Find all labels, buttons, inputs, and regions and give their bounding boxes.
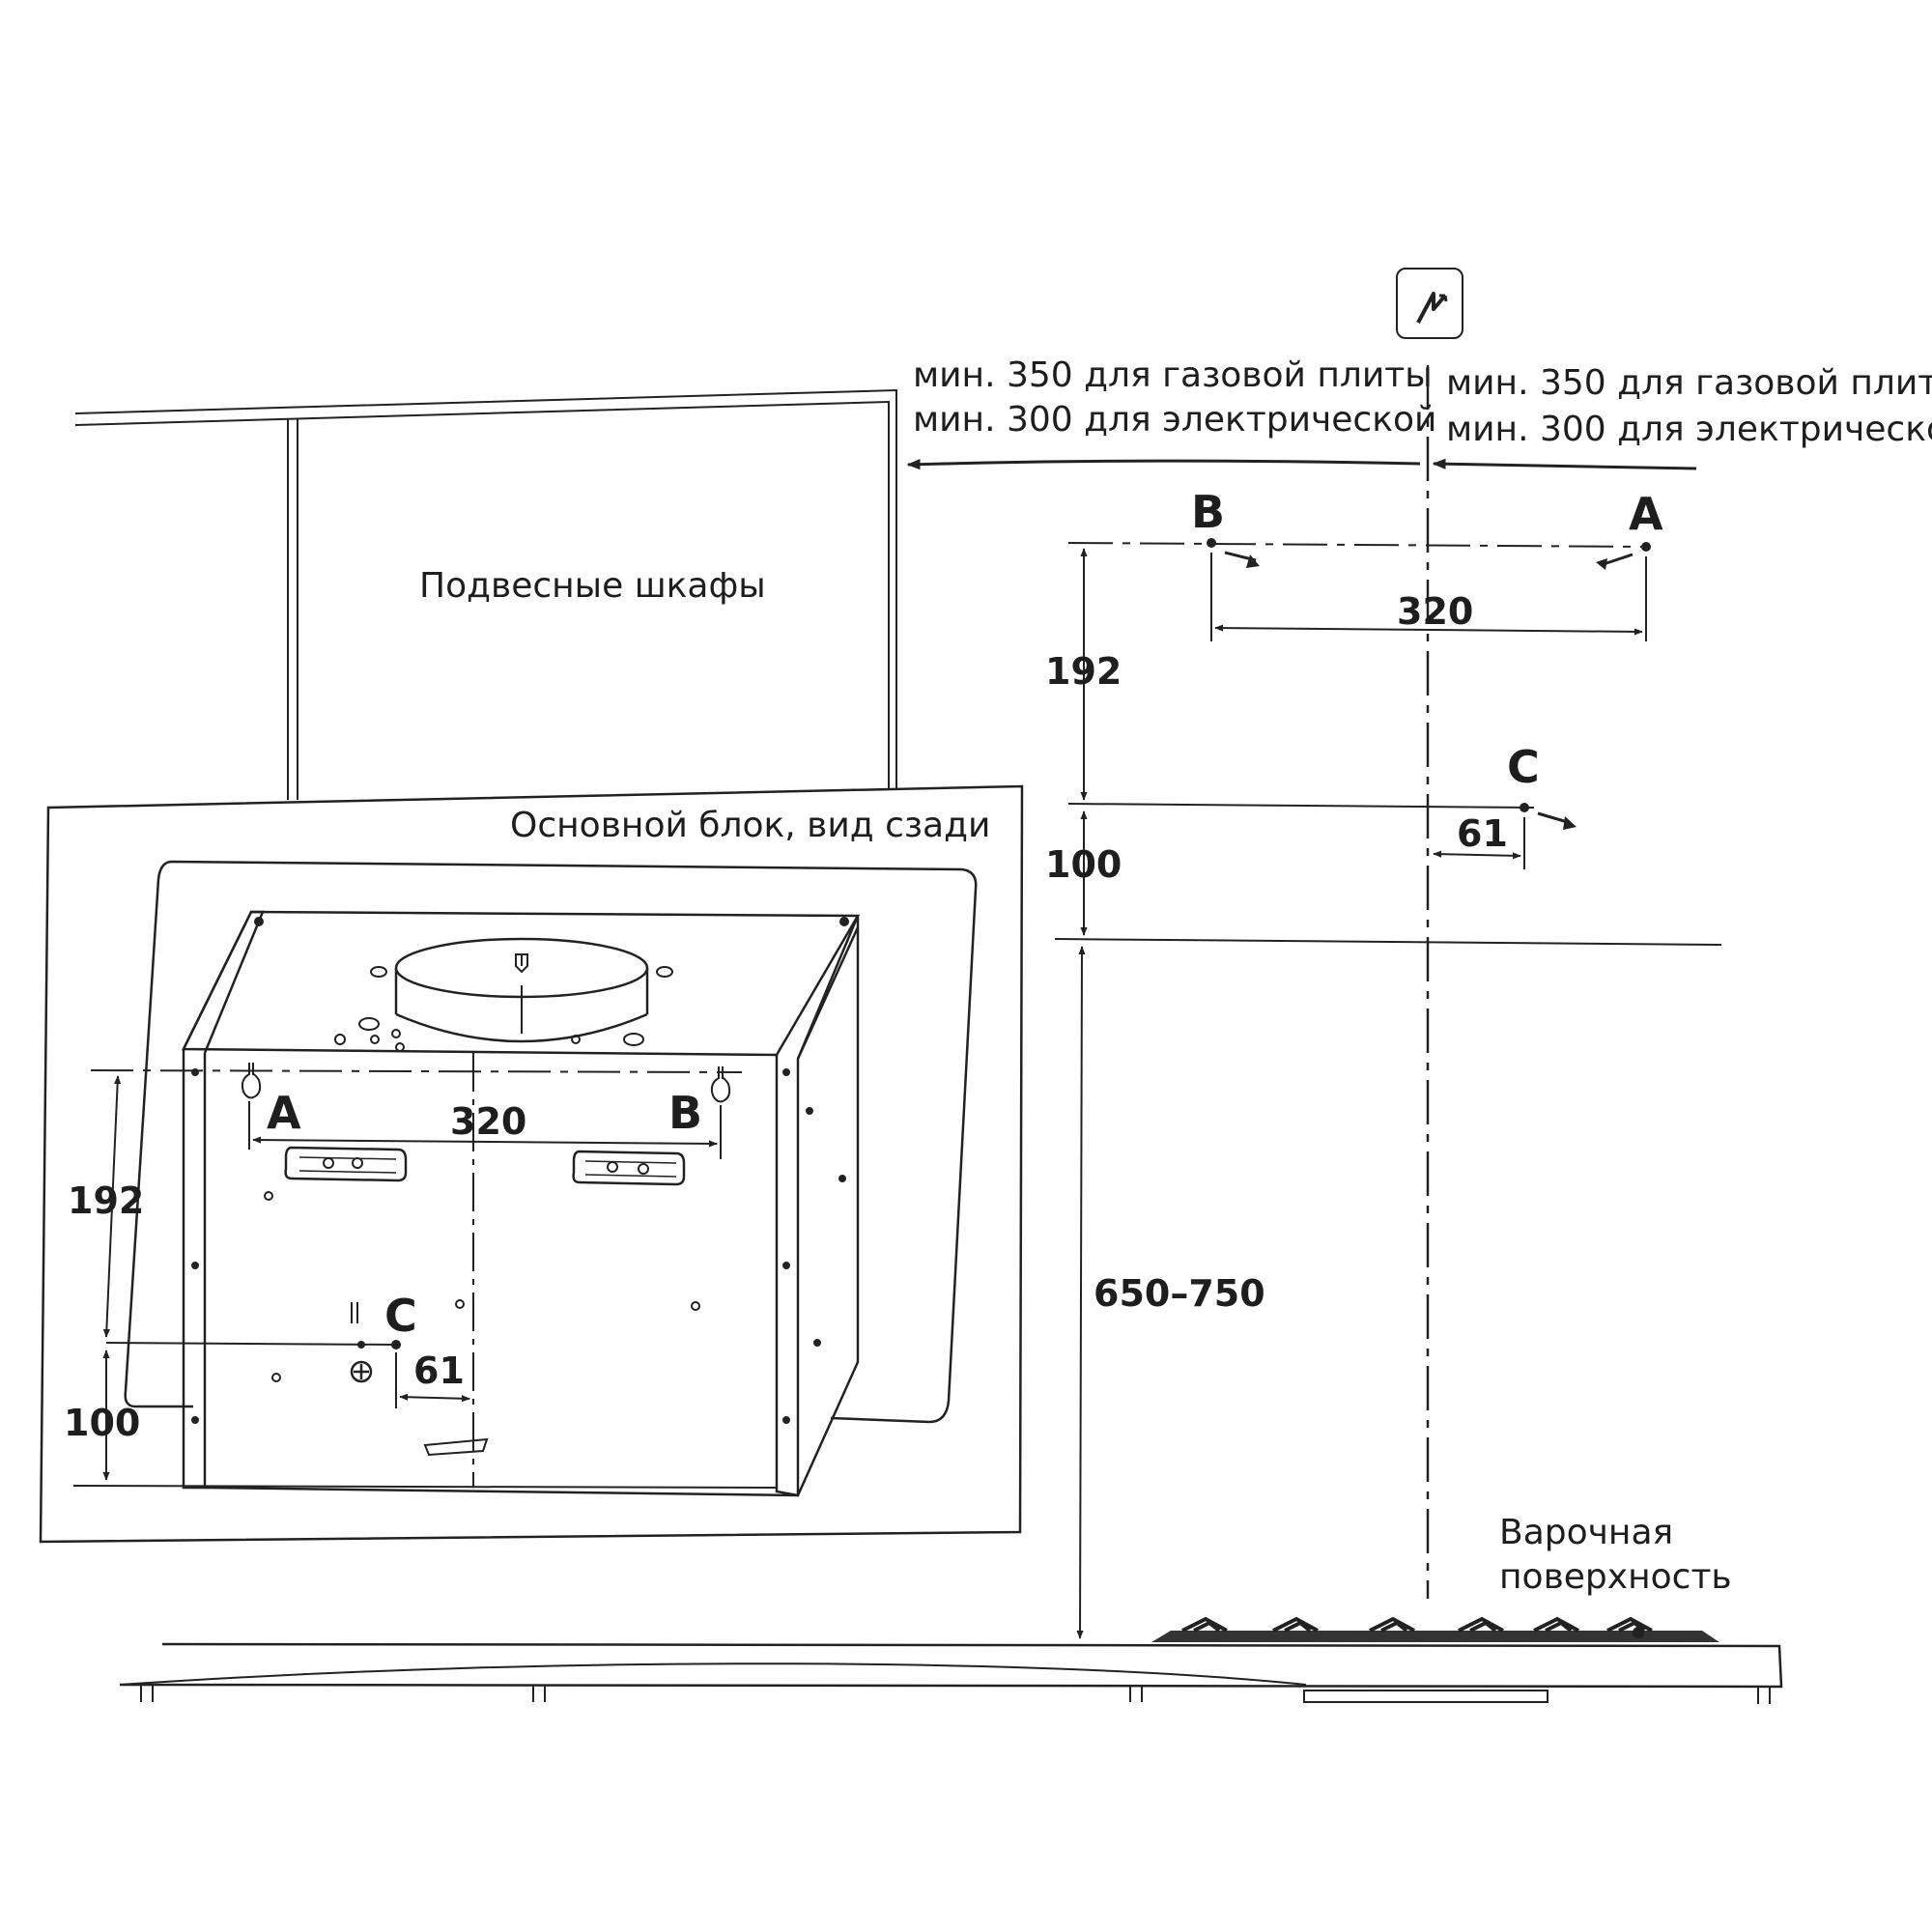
screw-icon: [1224, 551, 1260, 568]
unit-point-b: B: [668, 1087, 702, 1139]
mounting-bracket: [284, 1146, 408, 1182]
screw-icon: [1596, 553, 1634, 570]
unit-height-top: 192: [68, 1179, 144, 1222]
inset-title: Основной блок, вид сзади: [510, 806, 990, 845]
keyhole-slot-icon: [241, 1063, 262, 1099]
hob-worktop: Варочная поверхность: [119, 1513, 1783, 1704]
wall-height-top: 192: [1045, 650, 1122, 693]
wall-height-to-hob: 650–750: [1094, 1272, 1265, 1315]
electrical-outlet-icon: [1396, 268, 1463, 339]
clearance-left-gas: мин. 350 для газовой плиты: [913, 355, 1433, 395]
service-tag: [423, 1437, 489, 1457]
worktop-legs: [140, 1685, 1771, 1704]
wall-mounting-layout: B A 320 C 61 192 100: [1045, 486, 1722, 1639]
unit-point-c: C: [384, 1290, 417, 1342]
wall-height-mid: 100: [1045, 843, 1122, 886]
clearance-right-electric: мин. 300 для электрической: [1446, 410, 1932, 449]
screw-icon: [1537, 811, 1577, 830]
keyhole-slot-icon: [710, 1066, 731, 1103]
wall-width-ab: 320: [1397, 590, 1473, 633]
wall-offset-c: 61: [1457, 812, 1508, 855]
ground-icon: [350, 1360, 373, 1383]
hob-label-line2: поверхность: [1499, 1557, 1732, 1597]
hob-label-line1: Варочная: [1499, 1513, 1673, 1552]
clearance-right-gas: мин. 350 для газовой плиты: [1446, 363, 1932, 403]
wall-point-c: C: [1507, 741, 1540, 793]
wall-point-b: B: [1191, 486, 1225, 538]
mounting-bracket: [572, 1150, 686, 1186]
unit-width-ab: 320: [450, 1100, 526, 1143]
cable-clip: [351, 1302, 358, 1323]
unit-offset-c: 61: [413, 1350, 465, 1392]
inset-rear-view: Основной блок, вид сзади: [39, 784, 1024, 1544]
unit-height-bottom: 100: [64, 1402, 140, 1444]
hood-body: [181, 910, 861, 1497]
cabinets-label: Подвесные шкафы: [419, 566, 766, 606]
unit-point-a: A: [267, 1087, 301, 1139]
hob-burners: [1151, 1616, 1719, 1642]
top-holes: [191, 917, 849, 1424]
wall-cabinets: Подвесные шкафы: [74, 388, 897, 800]
wall-point-a: A: [1629, 488, 1663, 540]
clearance-left-electric: мин. 300 для электрической: [913, 400, 1436, 440]
clearance-arrows: [906, 458, 1697, 470]
